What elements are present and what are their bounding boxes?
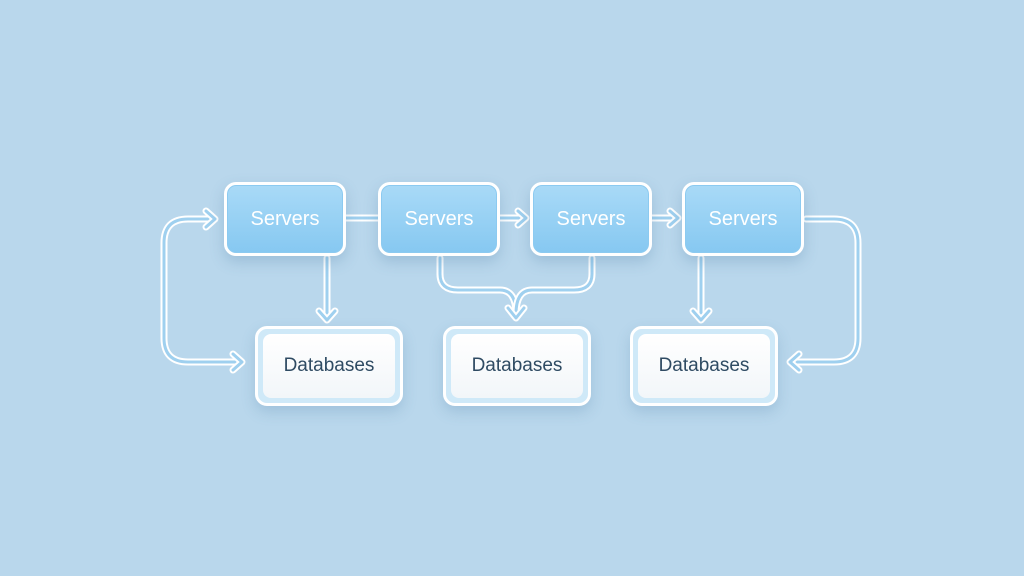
connector-loop-left bbox=[160, 207, 246, 374]
database-node-1[interactable]: Databases bbox=[255, 326, 403, 406]
connector-server1-database1 bbox=[315, 254, 339, 324]
server-label: Servers bbox=[708, 207, 778, 230]
server-node-2[interactable]: Servers bbox=[378, 182, 500, 256]
connector-merge-database2 bbox=[436, 254, 596, 322]
database-panel: Databases bbox=[638, 334, 770, 398]
server-label: Servers bbox=[556, 207, 626, 230]
database-node-2[interactable]: Databases bbox=[443, 326, 591, 406]
database-panel: Databases bbox=[263, 334, 395, 398]
server-label: Servers bbox=[250, 207, 320, 230]
connector-loop-right bbox=[786, 215, 862, 374]
connector-server3-server4 bbox=[648, 207, 682, 229]
server-label: Servers bbox=[404, 207, 474, 230]
server-node-3[interactable]: Servers bbox=[530, 182, 652, 256]
server-node-4[interactable]: Servers bbox=[682, 182, 804, 256]
database-label: Databases bbox=[283, 355, 375, 376]
database-label: Databases bbox=[471, 355, 563, 376]
server-node-1[interactable]: Servers bbox=[224, 182, 346, 256]
database-panel: Databases bbox=[451, 334, 583, 398]
connector-server2-server3 bbox=[496, 207, 530, 229]
connector-server4-database3 bbox=[689, 254, 713, 324]
database-node-3[interactable]: Databases bbox=[630, 326, 778, 406]
database-label: Databases bbox=[658, 355, 750, 376]
